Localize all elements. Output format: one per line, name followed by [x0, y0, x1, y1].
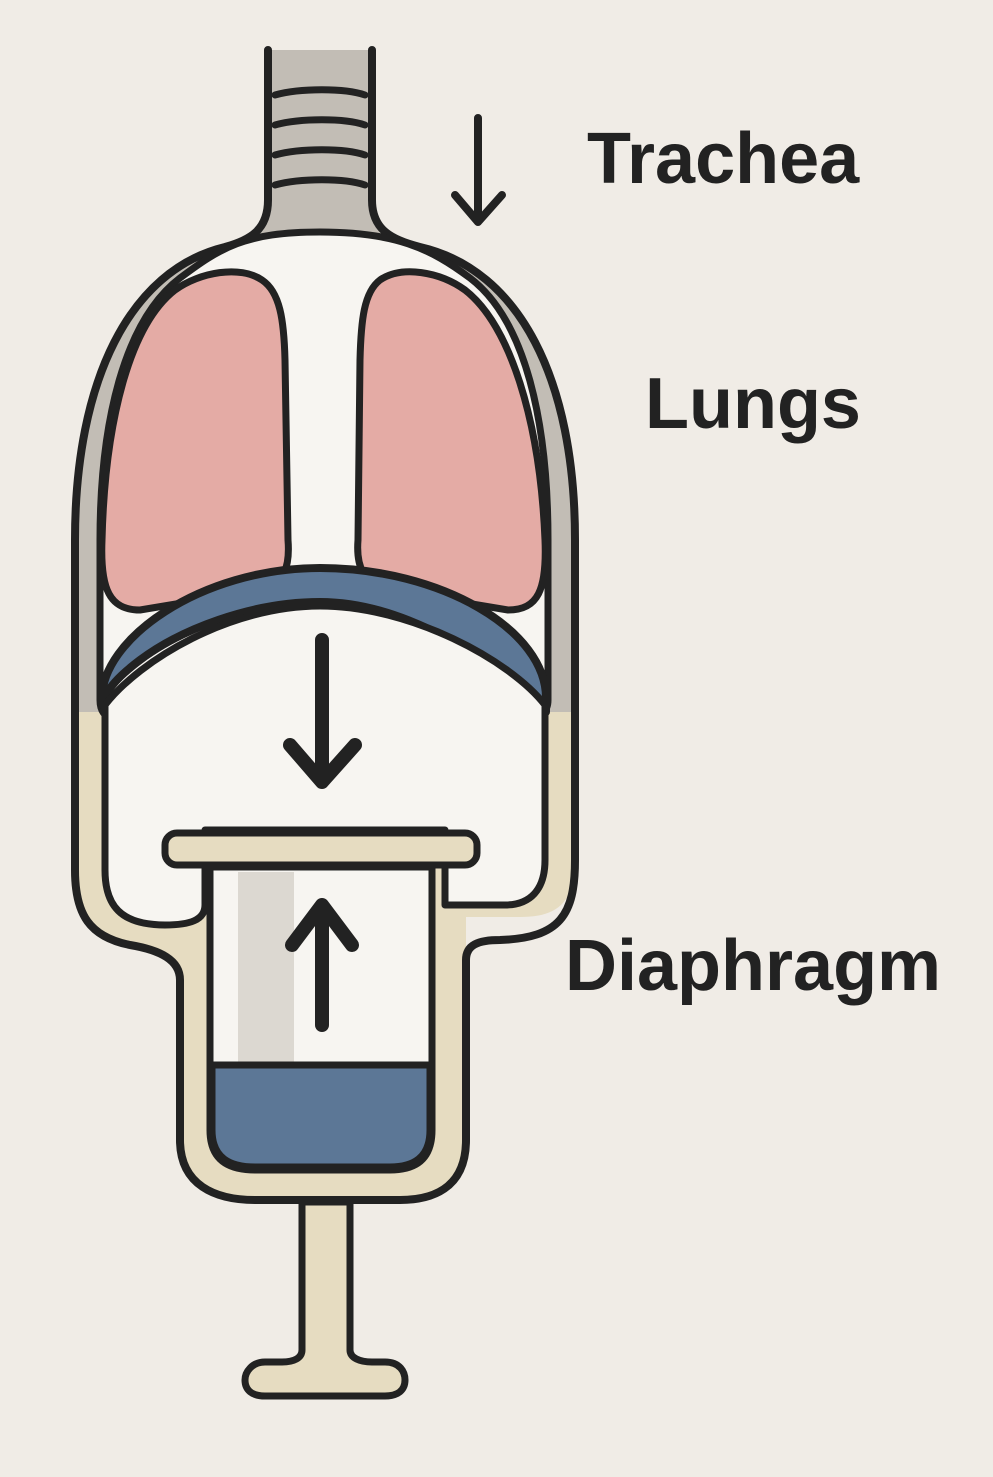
plunger-crossbar [161, 829, 481, 869]
trachea-tube [271, 60, 369, 189]
right-lung [354, 268, 549, 614]
diaphragm-label: Diaphragm [565, 926, 941, 1006]
lungs-label: Lungs [645, 364, 861, 444]
down-arrow-large-icon [283, 633, 362, 789]
trachea-label: Trachea [587, 119, 860, 199]
left-lung [98, 268, 292, 614]
syringe-handle [241, 1198, 409, 1400]
barrel-fluid [208, 1061, 434, 1171]
up-arrow-icon [285, 898, 359, 1032]
down-arrow-small-icon [451, 114, 506, 226]
